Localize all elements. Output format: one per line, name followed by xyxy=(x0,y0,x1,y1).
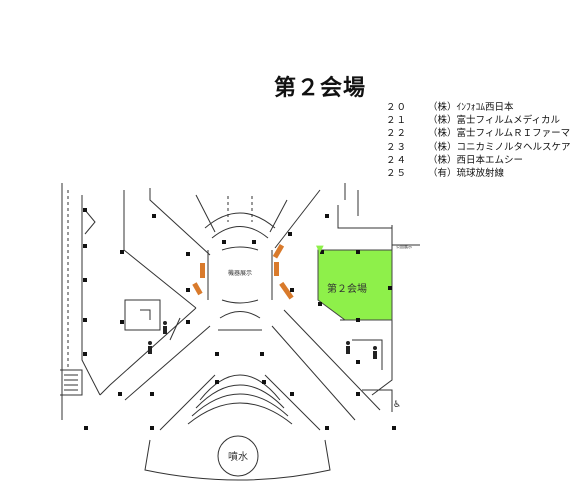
pillar xyxy=(83,278,87,282)
hub-bottom xyxy=(221,299,259,304)
lower-right-wing xyxy=(283,309,381,411)
right-lower-room xyxy=(340,319,393,396)
exhibitor-legend: ２０（株）ｲﾝﾌｫｺﾑ西日本 ２１（株）富士フィルムメディカル ２２（株）富士フ… xyxy=(386,101,570,180)
pillar xyxy=(186,320,190,324)
pillar xyxy=(260,352,264,356)
pillar xyxy=(222,240,226,244)
left-door-notch xyxy=(84,209,96,235)
restroom-icon xyxy=(148,341,152,354)
fan-stair-1 xyxy=(199,374,281,401)
left-room-1 xyxy=(124,299,161,331)
plaza-outline xyxy=(144,439,331,481)
pillar xyxy=(83,318,87,322)
pillar xyxy=(215,352,219,356)
rotunda-top-arc xyxy=(204,212,276,229)
legend-item: ２２（株）富士フィルムＲＩファーマ xyxy=(386,128,570,140)
upper-right-wing xyxy=(274,189,321,249)
upper-left-diag xyxy=(195,194,216,233)
pillar xyxy=(318,302,322,306)
fan-stair-2 xyxy=(195,384,285,409)
restroom-icon xyxy=(346,341,350,354)
right-upper-block xyxy=(337,205,392,229)
pillar xyxy=(290,392,294,396)
pillar xyxy=(325,214,329,218)
legend-item: ２４（株）西日本エムシー xyxy=(386,154,524,166)
pillar xyxy=(262,380,266,384)
pillar xyxy=(356,318,360,322)
pillar xyxy=(84,426,88,430)
pillar xyxy=(392,426,396,430)
pillar xyxy=(186,252,190,256)
booth[interactable] xyxy=(192,282,203,296)
pillar xyxy=(83,352,87,356)
booth[interactable] xyxy=(274,262,279,276)
upper-left-wing-2 xyxy=(149,188,211,256)
restroom-icon xyxy=(163,321,167,334)
booth[interactable] xyxy=(279,281,294,300)
pillar xyxy=(150,426,154,430)
right-lower-inner xyxy=(352,339,383,370)
left-corridor-wall xyxy=(81,195,101,396)
legend-item: ２０（株）ｲﾝﾌｫｺﾑ西日本 xyxy=(386,102,514,113)
pillar xyxy=(150,392,154,396)
pillar xyxy=(356,360,360,364)
fountain xyxy=(217,435,259,477)
left-stair-treads xyxy=(64,374,78,391)
lower-left-inner xyxy=(169,317,181,341)
page-title: 第２会場 xyxy=(274,76,367,101)
right-lower-stairs xyxy=(362,389,393,412)
pillar xyxy=(252,240,256,244)
pillar xyxy=(120,250,124,254)
pillar xyxy=(83,244,87,248)
left-room-door xyxy=(140,309,151,320)
pillar xyxy=(186,288,190,292)
pillar xyxy=(83,208,87,212)
lower-rotunda-arc xyxy=(219,311,261,319)
booth[interactable] xyxy=(272,243,285,259)
pillar xyxy=(120,320,124,324)
legend-item: ２３（株）コニカミノルタヘルスケア xyxy=(386,141,570,153)
lower-right-wing-2 xyxy=(271,325,356,421)
fountain-label: 噴水 xyxy=(228,451,248,463)
pillar xyxy=(388,286,392,290)
entrance-arrow-icon: ▼ xyxy=(316,244,324,255)
restroom-icons xyxy=(148,321,377,359)
pillar xyxy=(152,214,156,218)
pillar xyxy=(325,426,329,430)
pillar xyxy=(215,380,219,384)
lower-left-wing xyxy=(99,307,197,396)
left-stairs xyxy=(60,369,83,396)
fan-stair-4 xyxy=(187,402,293,425)
lower-left-wing-2 xyxy=(124,325,211,401)
pillar xyxy=(356,392,360,396)
annex-label: 公園展示 xyxy=(396,243,412,249)
fan-stair-3 xyxy=(191,393,289,417)
pillar xyxy=(290,288,294,292)
wheelchair-icon: ♿ xyxy=(393,400,401,410)
hub-top xyxy=(221,246,259,251)
pillar xyxy=(288,232,292,236)
legend-item: ２５（有）琉球放射線 xyxy=(386,168,505,180)
booth[interactable] xyxy=(200,263,205,278)
pillar xyxy=(320,250,324,254)
plaza-right-line xyxy=(264,374,321,431)
pillars xyxy=(83,208,396,430)
rotunda-top-inner xyxy=(211,226,269,239)
wall-lines xyxy=(60,183,420,481)
restroom-icon xyxy=(373,346,377,359)
center-exhibit-label: 機器展示 xyxy=(228,269,252,277)
plaza-left-line xyxy=(159,374,216,431)
legend-item: ２１（株）富士フィルムメディカル xyxy=(386,115,560,127)
pillar xyxy=(118,392,122,396)
hall-2-label: 第２会場 xyxy=(327,282,367,295)
hall-2-area[interactable] xyxy=(317,249,393,321)
pillar xyxy=(356,250,360,254)
upper-right-diag xyxy=(269,199,288,233)
upper-left-wing xyxy=(123,190,197,309)
